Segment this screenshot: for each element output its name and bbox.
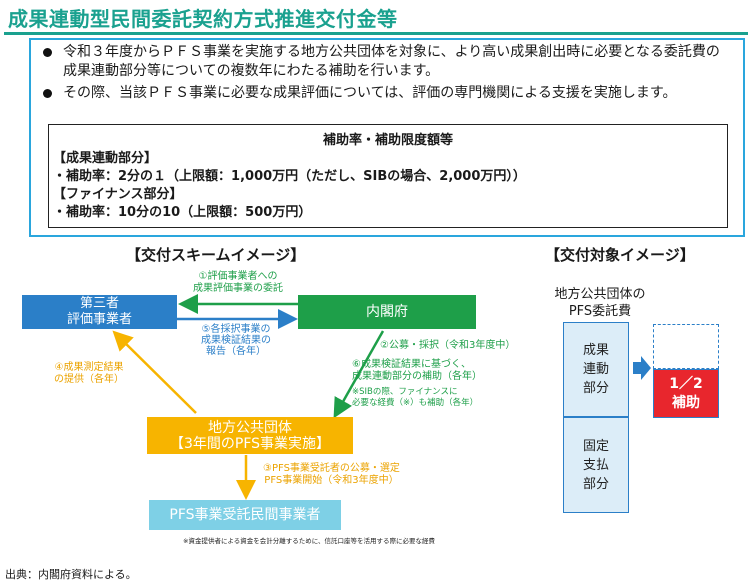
subsidy-line: ・補助率：10分の10（上限額：500万円）	[53, 205, 312, 220]
target-heading: 【交付対象イメージ】	[545, 246, 695, 264]
label-step4: ④成果測定結果 の提供（各年）	[54, 362, 124, 386]
label-step5: ⑤各採択事業の 成果検証結果の 報告（各年）	[201, 324, 271, 357]
bullet-text: 令和３年度からＰＦＳ事業を実施する地方公共団体を対象に、より高い成果創出時に必要…	[63, 44, 720, 79]
node-cabinet-office: 内閣府	[298, 295, 476, 329]
subsidy-rate-box: 補助率・補助限度額等 【成果連動部分】 ・補助率：2分の１（上限額：1,000万…	[48, 124, 728, 228]
title-rule	[4, 32, 748, 35]
scheme-heading: 【交付スキームイメージ】	[126, 246, 306, 264]
label-line: 成果連動部分の補助（各年）	[352, 371, 482, 382]
half-label: 1／2	[669, 375, 703, 392]
col-label: 連動	[582, 362, 609, 377]
bullet-dot-icon	[43, 48, 52, 57]
bullet-item: 令和３年度からＰＦＳ事業を実施する地方公共団体を対象に、より高い成果創出時に必要…	[41, 43, 731, 81]
subsidy-title: 補助率・補助限度額等	[322, 133, 453, 148]
node-label: 地方公共団体	[208, 419, 292, 436]
col-label: 部分	[582, 476, 609, 492]
col-label: 部分	[582, 381, 609, 396]
node-pfs-operator: PFS事業受託民間事業者	[149, 500, 341, 530]
label-line: ①評価事業者への	[198, 271, 278, 282]
node-label: 【3年間のPFS事業実施】	[169, 435, 331, 452]
node-label: 第三者	[79, 296, 119, 311]
node-label: 内閣府	[366, 304, 408, 320]
subsidy-line: ・補助率：2分の１（上限額：1,000万円（ただし、SIBの場合、2,000万円…	[53, 169, 526, 184]
node-third-party-evaluator: 第三者 評価事業者	[22, 295, 177, 329]
bullet-dot-icon	[43, 89, 52, 98]
caption-line: 地方公共団体の	[554, 287, 646, 302]
label-line: 必要な経費（※）も補助（各年）	[352, 398, 479, 408]
page-title: 成果連動型民間委託契約方式推進交付金等	[8, 7, 398, 31]
label-line: の提供（各年）	[54, 374, 124, 385]
label-line: 成果検証結果の	[201, 335, 271, 346]
half-subsidy-box: 1／2 補助	[653, 369, 719, 418]
label-step6-note: ※SIBの際、ファイナンスに 必要な経費（※）も補助（各年）	[352, 387, 478, 409]
label-line: ④成果測定結果	[54, 362, 124, 373]
summary-box: 令和３年度からＰＦＳ事業を実施する地方公共団体を対象に、より高い成果創出時に必要…	[29, 38, 745, 237]
bullet-item: その際、当該ＰＦＳ事業に必要な成果評価については、評価の専門機関による支援を実施…	[41, 84, 731, 103]
source-note: 出典：内閣府資料による。	[5, 568, 137, 581]
label-line: ⑤各採択事業の	[201, 324, 271, 335]
footnote: ※資金提供者による資金を会計分離するために、信託口座等を活用する際に必要な経費	[183, 537, 436, 545]
half-label: 補助	[672, 394, 700, 411]
node-label: 評価事業者	[66, 312, 132, 327]
label-step3: ③PFS事業受託者の公募・選定 PFS事業開始（令和3年度中）	[263, 463, 400, 487]
chevron-right-icon	[633, 356, 651, 380]
bullet-text: その際、当該ＰＦＳ事業に必要な成果評価については、評価の専門機関による支援を実施…	[63, 85, 677, 101]
subsidy-line: 【ファイナンス部分】	[53, 187, 183, 202]
label-line: ⑥成果検証結果に基づく、	[352, 359, 471, 370]
fixed-payment-portion: 固定 支払 部分	[563, 417, 629, 513]
label-step2: ②公募・採択（令和3年度中）	[380, 340, 516, 351]
remaining-portion-dashed	[653, 324, 719, 369]
label-line: PFS事業開始（令和3年度中）	[264, 475, 399, 486]
arrow-step4	[112, 330, 197, 414]
label-line: 報告（各年）	[206, 346, 266, 357]
label-line: ③PFS事業受託者の公募・選定	[263, 463, 400, 474]
col-label: 支払	[582, 457, 609, 473]
label-line: 成果評価事業の委託	[193, 283, 283, 294]
label-step1: ①評価事業者への 成果評価事業の委託	[193, 271, 283, 295]
target-caption: 地方公共団体の PFS委託費	[520, 286, 680, 320]
subsidy-line: 【成果連動部分】	[53, 151, 158, 166]
node-label: PFS事業受託民間事業者	[169, 507, 321, 523]
label-step6: ⑥成果検証結果に基づく、 成果連動部分の補助（各年）	[352, 359, 482, 383]
col-label: 固定	[582, 438, 609, 454]
performance-linked-portion: 成果 連動 部分	[563, 322, 629, 417]
arrow-step6	[333, 330, 385, 419]
caption-line: PFS委託費	[568, 304, 632, 319]
col-label: 成果	[582, 343, 609, 358]
node-local-government: 地方公共団体 【3年間のPFS事業実施】	[147, 417, 353, 454]
label-line: ※SIBの際、ファイナンスに	[352, 387, 458, 397]
